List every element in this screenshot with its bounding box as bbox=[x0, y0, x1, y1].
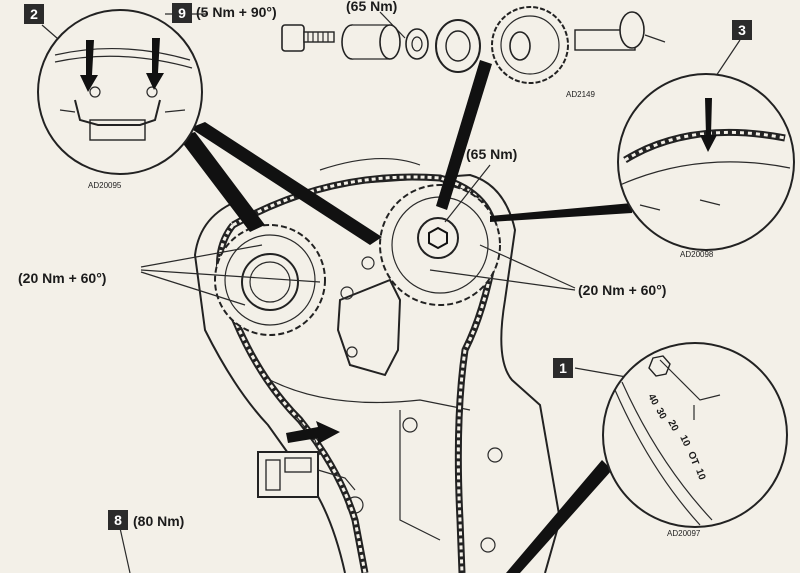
left-camshaft-sprocket bbox=[214, 224, 326, 336]
callout-badge-1: 1 bbox=[553, 358, 573, 378]
leader-lines bbox=[41, 11, 741, 573]
arrow-down-icon bbox=[146, 38, 164, 90]
spacer-sleeve-part bbox=[341, 24, 401, 60]
svg-text:9: 9 bbox=[178, 5, 186, 21]
washer-part bbox=[405, 28, 429, 60]
torque-label-camshaft: (65 Nm) bbox=[466, 146, 517, 162]
cover-bolt-hole bbox=[361, 256, 375, 270]
svg-text:3: 3 bbox=[738, 22, 746, 38]
cover-bolt-hole bbox=[402, 417, 418, 433]
bolt-part bbox=[281, 24, 335, 52]
chain-guide-block bbox=[336, 278, 402, 377]
sprocket-bolt-icon bbox=[428, 226, 448, 250]
reference-code: AD20097 bbox=[667, 529, 701, 538]
svg-text:2: 2 bbox=[30, 6, 38, 22]
scale-mark: 10 bbox=[677, 434, 692, 449]
callout-badge-9: 9 bbox=[172, 3, 192, 23]
callout-badge-3: 3 bbox=[732, 20, 752, 40]
callout-badge-2: 2 bbox=[24, 4, 44, 24]
arrow-right-icon bbox=[286, 421, 340, 444]
scale-mark: 40 bbox=[645, 392, 660, 407]
svg-text:8: 8 bbox=[114, 512, 122, 528]
inset-camshaft-marks bbox=[37, 9, 203, 175]
torque-label-top-gear: (65 Nm) bbox=[346, 0, 397, 14]
engine-front-cover bbox=[193, 157, 562, 573]
reference-code: AD20098 bbox=[680, 250, 714, 259]
inset-crankshaft-scale: 40 30 20 10 OT 10 bbox=[602, 342, 788, 528]
torque-label-tensioner: (80 Nm) bbox=[133, 513, 184, 529]
torque-label-right-sprocket: (20 Nm + 60°) bbox=[578, 282, 666, 298]
reference-code: AD2149 bbox=[566, 90, 595, 99]
scale-mark: 10 bbox=[693, 467, 707, 482]
scale-mark: 20 bbox=[665, 418, 680, 433]
arrow-down-icon bbox=[80, 40, 98, 92]
arrow-down-icon bbox=[700, 98, 717, 152]
cam-gear-part bbox=[491, 6, 666, 84]
cover-bolt-hole bbox=[480, 537, 496, 553]
reference-code: AD20095 bbox=[88, 181, 122, 190]
scale-mark: 30 bbox=[653, 406, 668, 421]
torque-label-left-sprocket: (20 Nm + 60°) bbox=[18, 270, 106, 286]
cover-bolt-hole bbox=[487, 447, 503, 463]
chain-tensioner bbox=[257, 414, 356, 498]
inset-chain-link-mark bbox=[617, 73, 795, 251]
torque-label-bolt: (5 Nm + 90°) bbox=[196, 4, 277, 20]
scale-mark: OT bbox=[685, 450, 700, 467]
exploded-parts-row bbox=[281, 6, 666, 84]
svg-text:1: 1 bbox=[559, 360, 567, 376]
callout-badge-8: 8 bbox=[108, 510, 128, 530]
flange-part bbox=[435, 19, 481, 73]
